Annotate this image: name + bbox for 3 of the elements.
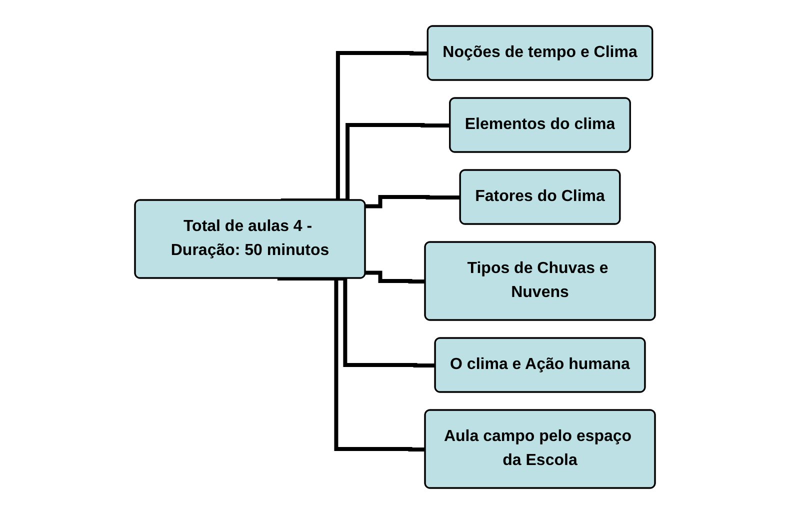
connector — [276, 276, 425, 452]
connector — [365, 270, 425, 284]
connector — [365, 195, 460, 208]
